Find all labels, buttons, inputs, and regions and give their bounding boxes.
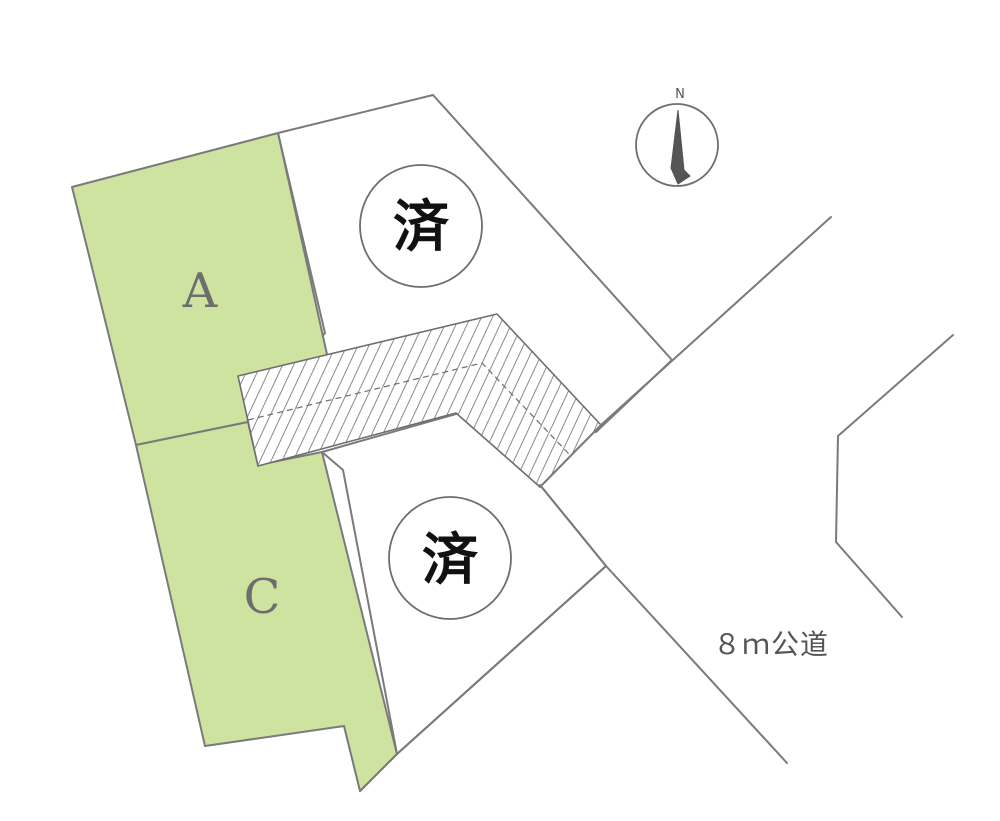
compass-north-label: N: [675, 87, 685, 102]
lot-a-label: A: [182, 263, 219, 319]
north-arrow-icon: [670, 109, 691, 185]
sold-marker-lower: [388, 496, 512, 620]
road-edge-southwest: [539, 484, 788, 764]
sold-label-lower: 済: [422, 528, 479, 593]
lot-c-label: C: [244, 569, 281, 625]
sold-label-upper: 済: [393, 195, 450, 260]
road-edge-lower-lot: [359, 565, 607, 792]
road-edge-northwest: [539, 216, 832, 488]
compass: N: [635, 87, 719, 187]
road-label: ８ｍ公道: [713, 628, 829, 661]
road-edge-east: [835, 334, 954, 618]
driveway-centerline: [247, 362, 571, 456]
sold-marker-upper: [359, 164, 483, 288]
